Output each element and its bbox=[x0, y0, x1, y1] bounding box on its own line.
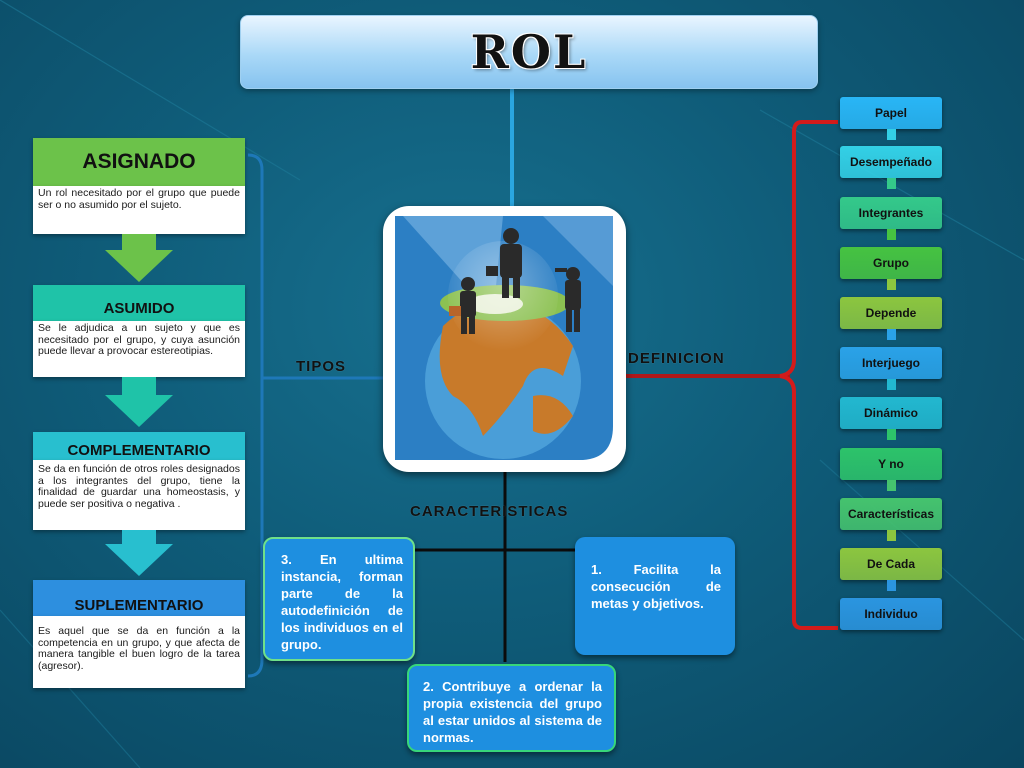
definition-word-label: De Cada bbox=[866, 557, 916, 571]
chain-connector bbox=[887, 279, 896, 290]
definition-word-label: Depende bbox=[865, 306, 917, 320]
definition-word-6: Interjuego bbox=[840, 347, 942, 379]
type-asumido-description: Se le adjudica a un sujeto y que es nece… bbox=[33, 321, 245, 377]
arrow-down-icon bbox=[122, 234, 156, 250]
definition-word-7: Dinámico bbox=[840, 397, 942, 429]
definition-word-label: Papel bbox=[874, 106, 907, 120]
arrow-down-icon bbox=[122, 530, 156, 544]
chain-connector bbox=[887, 178, 896, 189]
type-complementario-description: Se da en función de otros roles designad… bbox=[33, 460, 245, 530]
definition-word-label: Interjuego bbox=[861, 356, 920, 370]
definition-word-label: Integrantes bbox=[858, 206, 924, 220]
arrow-down-icon bbox=[105, 250, 173, 282]
characteristic-2-box: 2. Contribuye a ordenar la propia existe… bbox=[407, 664, 616, 752]
type-complementario-header: COMPLEMENTARIO bbox=[33, 432, 245, 460]
type-asumido-label: ASUMIDO bbox=[103, 299, 175, 317]
definition-bracket bbox=[779, 120, 838, 630]
definition-word-5: Depende bbox=[840, 297, 942, 329]
definition-word-label: Y no bbox=[878, 457, 904, 471]
type-complementario-label: COMPLEMENTARIO bbox=[67, 441, 211, 459]
chain-connector bbox=[887, 229, 896, 240]
type-asignado-label: ASIGNADO bbox=[82, 150, 196, 173]
arrow-down-icon bbox=[122, 377, 156, 395]
characteristic-3-box: 3. En ultima instancia, forman parte de … bbox=[263, 537, 415, 661]
chain-connector bbox=[887, 329, 896, 340]
people-on-globe-icon bbox=[395, 216, 613, 460]
definicion-label: DEFINICION bbox=[628, 350, 725, 367]
definition-word-3: Integrantes bbox=[840, 197, 942, 229]
arrow-down-icon bbox=[105, 395, 173, 427]
arrow-down-icon bbox=[105, 544, 173, 576]
chain-connector bbox=[887, 129, 896, 140]
caracteristicas-label: CARACTERISTICAS bbox=[410, 503, 569, 520]
characteristic-1-box: 1. Facilita la consecución de metas y ob… bbox=[575, 537, 735, 655]
type-asignado-description: Un rol necesitado por el grupo que puede… bbox=[33, 186, 245, 234]
title-banner: ROL bbox=[240, 15, 818, 89]
definition-word-label: Individuo bbox=[864, 607, 918, 621]
definition-word-label: Dinámico bbox=[863, 406, 918, 420]
definition-word-4: Grupo bbox=[840, 247, 942, 279]
type-suplementario-description: Es aquel que se da en función a la compe… bbox=[33, 616, 245, 688]
chain-connector bbox=[887, 480, 896, 491]
definition-word-8: Y no bbox=[840, 448, 942, 480]
definition-word-2: Desempeñado bbox=[840, 146, 942, 178]
definition-word-9: Características bbox=[840, 498, 942, 530]
tipos-label: TIPOS bbox=[296, 358, 347, 375]
chain-connector bbox=[887, 530, 896, 541]
type-suplementario-label: SUPLEMENTARIO bbox=[74, 596, 204, 614]
page-title: ROL bbox=[470, 25, 588, 79]
type-asumido-header: ASUMIDO bbox=[33, 285, 245, 321]
chain-connector bbox=[887, 580, 896, 591]
type-suplementario-header: SUPLEMENTARIO bbox=[33, 580, 245, 616]
definition-word-10: De Cada bbox=[840, 548, 942, 580]
definition-word-label: Características bbox=[847, 507, 935, 521]
center-image bbox=[383, 206, 626, 472]
chain-connector bbox=[887, 429, 896, 440]
definition-word-11: Individuo bbox=[840, 598, 942, 630]
definition-word-1: Papel bbox=[840, 97, 942, 129]
definition-word-label: Desempeñado bbox=[849, 155, 933, 169]
definition-word-label: Grupo bbox=[873, 256, 909, 270]
type-asignado-header: ASIGNADO bbox=[33, 138, 245, 186]
types-bracket bbox=[247, 153, 264, 678]
chain-connector bbox=[887, 379, 896, 390]
